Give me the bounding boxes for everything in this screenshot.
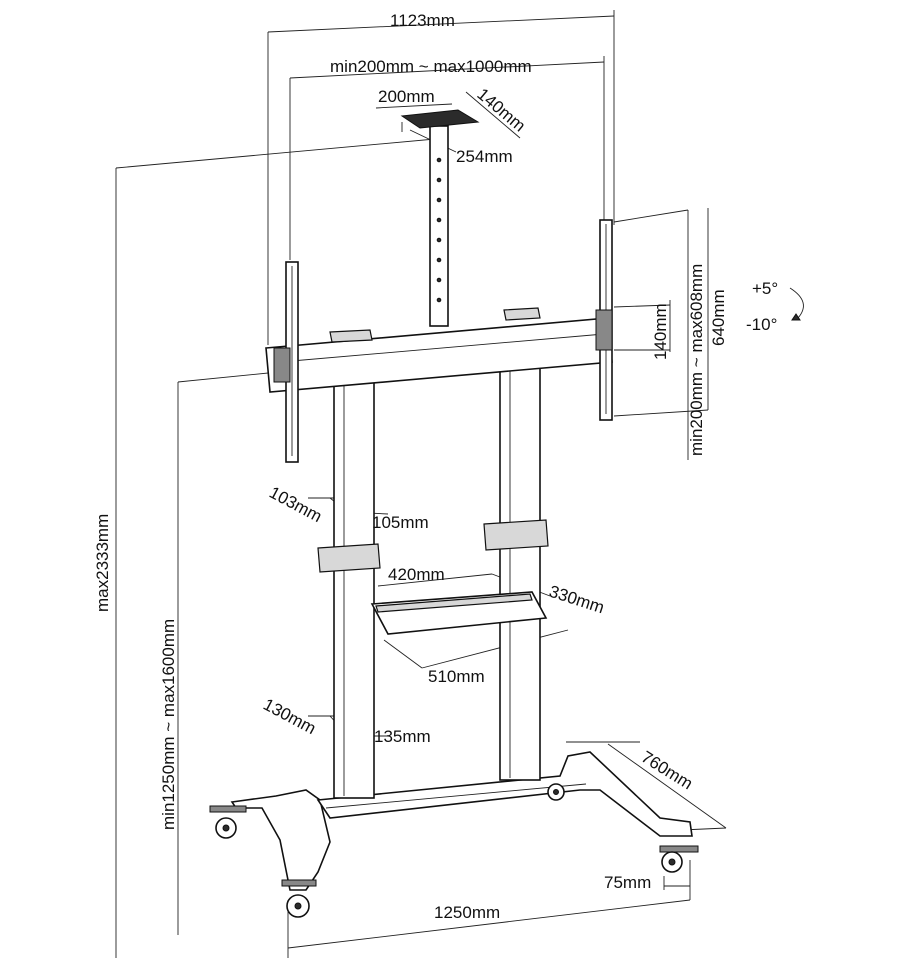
label-tray-depth: 140mm	[473, 85, 529, 136]
caster-front-center	[281, 879, 317, 918]
label-tray-width: 200mm	[378, 87, 435, 106]
label-col-lower-depth: 130mm	[260, 695, 319, 738]
caster-right	[659, 845, 699, 873]
label-base-width: 1250mm	[434, 903, 500, 922]
label-shelf-depth: 330mm	[547, 582, 607, 618]
mast-holes	[436, 157, 442, 303]
label-col-lower-width: 135mm	[374, 727, 431, 746]
label-vesa-vertical: min200mm ~ max608mm	[687, 264, 706, 456]
stand-body	[209, 109, 699, 918]
caster-front-left	[209, 805, 247, 839]
label-tilt-up: +5°	[752, 279, 778, 298]
label-tray-height: 254mm	[456, 147, 513, 166]
label-overall-width: 1123mm	[390, 11, 455, 30]
label-overall-height: max2333mm	[93, 514, 112, 612]
label-mount-total: 640mm	[709, 289, 728, 346]
label-shelf-width: 420mm	[388, 565, 445, 584]
label-tilt-down: -10°	[746, 315, 777, 334]
label-shelf-wide: 510mm	[428, 667, 485, 686]
label-bracket-height: 140mm	[651, 303, 670, 360]
caster-rear	[547, 783, 565, 801]
label-mount-height: min1250mm ~ max1600mm	[159, 619, 178, 830]
label-vesa-range: min200mm ~ max1000mm	[330, 57, 532, 76]
label-caster-offset: 75mm	[604, 873, 651, 892]
label-col-upper-depth: 103mm	[266, 483, 325, 526]
label-col-upper-width: 105mm	[372, 513, 429, 532]
